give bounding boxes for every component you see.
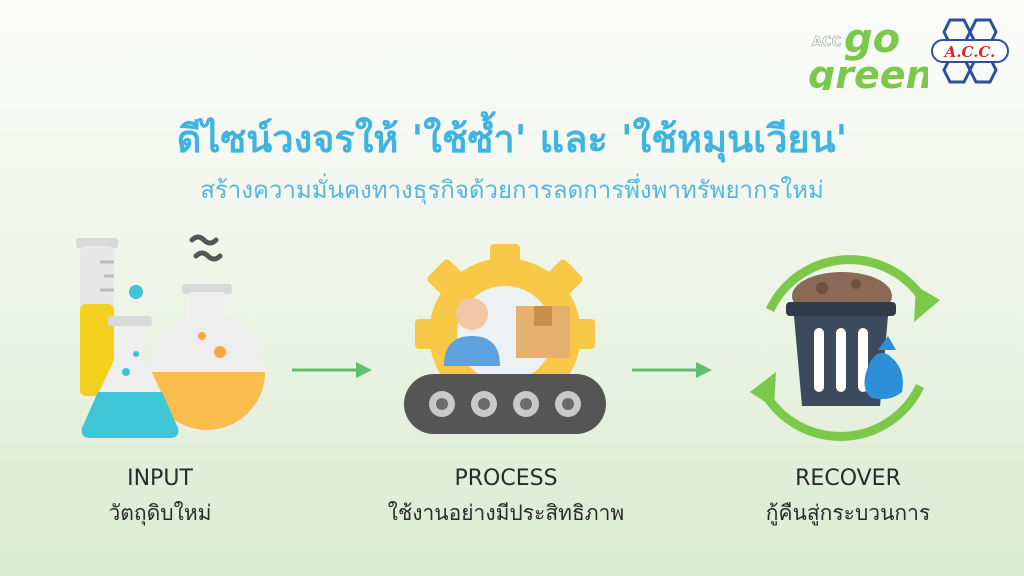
acc-go-green-logo: ACC go green [808,16,928,90]
step-title-recover: RECOVER [795,466,901,491]
step-title-process: PROCESS [454,466,558,491]
step-title-input: INPUT [127,466,193,491]
conveyor-gear-icon [404,244,606,434]
logo-go-text: go [844,16,900,62]
recycle-bin-icon [750,255,940,441]
page-title: ดีไซน์วงจรให้ 'ใช้ซ้ำ' และ 'ใช้หมุนเวียน… [176,117,848,161]
logo-green-text: green [808,53,928,90]
logo-acc-prefix: ACC [812,35,841,50]
step-caption-input: วัตถุดิบใหม่ [108,501,212,525]
step-caption-process: ใช้งานอย่างมีประสิทธิภาพ [387,501,625,525]
step-caption-recover: กู้คืนสู่กระบวนการ [765,501,931,525]
chemistry-flasks-icon [76,234,265,438]
acc-badge-logo: A.C.C. [931,18,1009,84]
acc-badge-text: A.C.C. [943,43,996,61]
arrow-right-icon [632,362,712,378]
page-subtitle: สร้างความมั่นคงทางธุรกิจด้วยการลดการพึ่ง… [200,176,824,204]
arrow-right-icon [292,362,372,378]
